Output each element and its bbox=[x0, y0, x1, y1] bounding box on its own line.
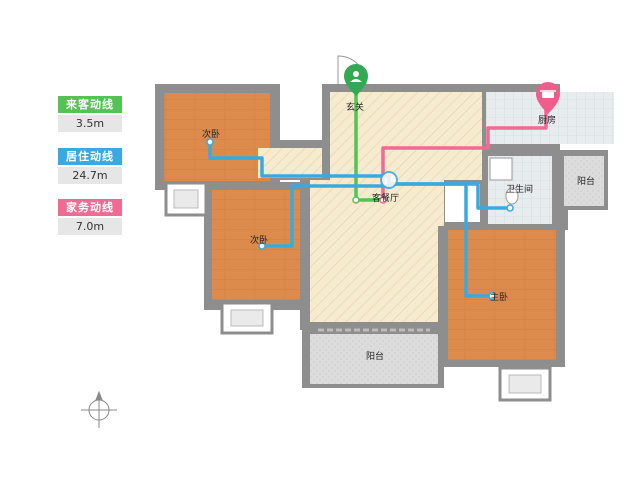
person-pin-icon bbox=[344, 64, 368, 96]
side-balcony-floor bbox=[564, 156, 604, 206]
housework-route bbox=[381, 104, 548, 200]
room-label-kitchen: 厨房 bbox=[538, 114, 556, 126]
corridor-floor bbox=[258, 148, 322, 178]
bedroom-a-floor bbox=[164, 93, 270, 181]
room-label-bathroom: 卫生间 bbox=[506, 183, 533, 195]
legend-guest-route: 来客动线 3.5m bbox=[58, 96, 122, 132]
legend-housework-route: 家务动线 7.0m bbox=[58, 199, 122, 235]
legend-housework-label: 家务动线 bbox=[58, 199, 122, 216]
legend-living-route: 居住动线 24.7m bbox=[58, 148, 122, 184]
legend-guest-value: 3.5m bbox=[58, 115, 122, 132]
legend-guest-label: 来客动线 bbox=[58, 96, 122, 113]
main-balcony-floor bbox=[310, 334, 438, 384]
room-label-main-balcony: 阳台 bbox=[366, 350, 384, 362]
pot-pin-icon bbox=[536, 82, 560, 114]
legend-living-value: 24.7m bbox=[58, 167, 122, 184]
legend-living-label: 居住动线 bbox=[58, 148, 122, 165]
room-label-living-dining: 客餐厅 bbox=[372, 192, 399, 204]
room-label-bedroom-a: 次卧 bbox=[202, 128, 220, 140]
compass-icon bbox=[81, 390, 117, 428]
room-label-entrance: 玄关 bbox=[346, 101, 364, 113]
living-dining-floor bbox=[310, 180, 438, 322]
room-label-bedroom-b: 次卧 bbox=[250, 234, 268, 246]
room-label-master-bedroom: 主卧 bbox=[490, 291, 508, 303]
room-label-side-balcony: 阳台 bbox=[577, 175, 595, 187]
legend-housework-value: 7.0m bbox=[58, 218, 122, 235]
